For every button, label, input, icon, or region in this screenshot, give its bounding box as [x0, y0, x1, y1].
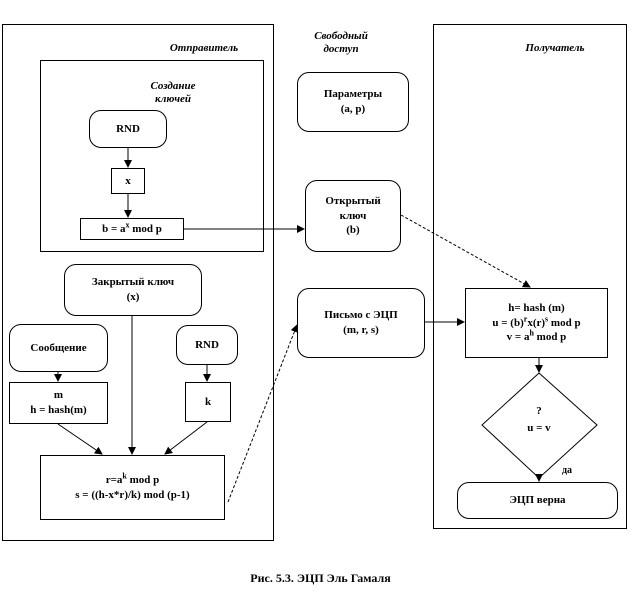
- message-box: Сообщение: [9, 324, 108, 372]
- signature-valid-box: ЭЦП верна: [457, 482, 618, 519]
- h-line: h= hash (m): [508, 301, 565, 314]
- private-key-line2: (x): [126, 291, 140, 303]
- parameters-line2: (a, p): [340, 103, 366, 115]
- arrow-m-to-calc: [57, 423, 103, 455]
- message-text: Сообщение: [30, 341, 87, 354]
- parameters-line1: Параметры: [323, 88, 383, 101]
- key-creation-label: Создание ключей: [142, 80, 204, 106]
- parameters-box: Параметры (a, p): [297, 72, 409, 132]
- m-hash-box: m h = hash(m): [9, 382, 108, 424]
- h-hash-text: h = hash(m): [30, 404, 87, 416]
- x-box: x: [111, 168, 145, 194]
- yes-label: да: [562, 465, 573, 476]
- free-access-label-line1: Свободный: [314, 30, 368, 42]
- sender-frame: [2, 24, 274, 541]
- arrow-k-to-calc: [164, 421, 208, 455]
- k-text: k: [204, 395, 212, 408]
- signature-valid-text: ЭЦП верна: [509, 494, 566, 507]
- arrow-calc-to-letter: [227, 324, 299, 503]
- s-formula: s = ((h-x*r)/k) mod (p-1): [75, 488, 190, 501]
- key-creation-label-line2: ключей: [154, 93, 192, 106]
- public-key-line2: ключ: [339, 209, 367, 222]
- free-access-label-line2: доступ: [323, 43, 359, 56]
- decision-question: ?: [536, 405, 542, 417]
- verify-calc-box: h= hash (m) u = (b)rx(r)s mod p v = ah m…: [465, 288, 608, 358]
- sender-label: Отправитель: [169, 42, 239, 54]
- u-formula: u = (b)rx(r)s mod p: [492, 313, 581, 329]
- x-text: x: [125, 174, 131, 187]
- rnd-signature-box: RND: [176, 325, 238, 365]
- signed-letter-line1: Письмо с ЭЦП: [324, 309, 398, 322]
- decision-text: ? u = v: [500, 403, 578, 436]
- m-text: m: [53, 389, 64, 402]
- b-formula: b = ax mod p: [102, 219, 162, 235]
- rnd-key-box: RND: [89, 110, 167, 148]
- k-box: k: [185, 382, 231, 422]
- signature-calc-box: r=ak mod p s = ((h-x*r)/k) mod (p-1): [40, 455, 225, 520]
- public-key-line3: (b): [346, 224, 360, 237]
- b-box: b = ax mod p: [80, 218, 184, 240]
- signed-letter-line2: (m, r, s): [343, 324, 379, 336]
- figure-caption: Рис. 5.3. ЭЦП Эль Гамаля: [250, 571, 391, 585]
- private-key-box: Закрытый ключ (x): [64, 264, 202, 316]
- private-key-line1: Закрытый ключ: [91, 276, 175, 289]
- key-creation-frame: [40, 60, 264, 252]
- rnd-key-text: RND: [116, 122, 140, 135]
- key-creation-label-line1: Создание: [150, 80, 196, 92]
- free-access-label: Свободный доступ: [296, 30, 386, 56]
- v-formula: v = ah mod p: [506, 328, 567, 344]
- receiver-frame: [433, 24, 627, 529]
- arrow-public-key-to-verify: [400, 214, 531, 288]
- public-key-box: Открытый ключ (b): [305, 180, 401, 252]
- rnd-signature-text: RND: [195, 338, 219, 351]
- public-key-line1: Открытый: [325, 194, 381, 207]
- signed-letter-box: Письмо с ЭЦП (m, r, s): [297, 288, 425, 358]
- decision-condition: u = v: [527, 421, 551, 434]
- r-formula: r=ak mod p: [105, 471, 160, 486]
- receiver-label: Получатель: [525, 42, 585, 54]
